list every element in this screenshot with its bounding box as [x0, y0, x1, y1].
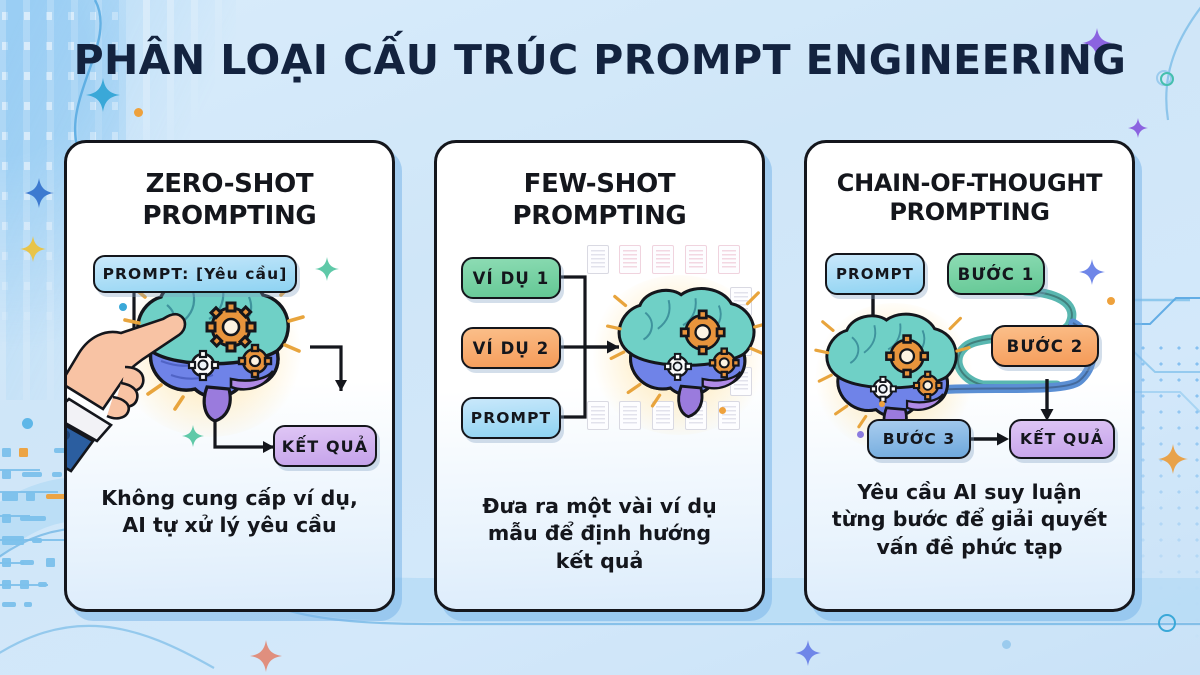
- page-title: PHÂN LOẠI CẤU TRÚC PROMPT ENGINEERING: [73, 36, 1127, 84]
- badge-prompt[interactable]: PROMPT: [Yêu cầu]: [93, 255, 297, 293]
- decorative-ring: [1158, 614, 1176, 632]
- card-caption-chain-of-thought: Yêu cầu AI suy luận từng bước để giải qu…: [831, 480, 1108, 559]
- decorative-dot: [119, 303, 127, 311]
- badge-example-1[interactable]: VÍ DỤ 1: [461, 257, 561, 299]
- sparkle-icon: [795, 640, 821, 666]
- brain-gear-icon: [123, 276, 305, 423]
- document-icon: [718, 245, 740, 274]
- diagram-chain-of-thought: PROMPT BƯỚC 1 BƯỚC 2 BƯỚC 3 KẾT QUẢ: [807, 239, 1132, 489]
- card-zero-shot[interactable]: ZERO-SHOT PROMPTING: [64, 140, 395, 612]
- badge-result[interactable]: KẾT QUẢ: [1009, 419, 1115, 459]
- document-icon: [685, 245, 707, 274]
- card-title-chain-of-thought: CHAIN-OF-THOUGHT PROMPTING: [836, 169, 1103, 227]
- card-chain-of-thought[interactable]: CHAIN-OF-THOUGHT PROMPTING: [804, 140, 1135, 612]
- document-icon: [619, 245, 641, 274]
- sparkle-icon: [1079, 259, 1105, 285]
- card-title-few-shot: FEW-SHOT PROMPTING: [512, 169, 687, 231]
- card-caption-few-shot: Đưa ra một vài ví dụ mẫu để định hướng k…: [482, 494, 717, 573]
- document-icon: [587, 245, 609, 274]
- card-row: ZERO-SHOT PROMPTING: [64, 140, 1136, 612]
- sparkle-icon: [1158, 444, 1188, 474]
- badge-step-1[interactable]: BƯỚC 1: [947, 253, 1045, 295]
- document-icon: [652, 401, 674, 430]
- card-title-zero-shot: ZERO-SHOT PROMPTING: [142, 169, 317, 231]
- decorative-dot: [134, 108, 143, 117]
- badge-step-2[interactable]: BƯỚC 2: [991, 325, 1099, 367]
- document-cluster: [437, 239, 762, 489]
- document-icon: [619, 401, 641, 430]
- card-few-shot[interactable]: FEW-SHOT PROMPTING: [434, 140, 765, 612]
- pointing-hand-icon: [67, 312, 187, 473]
- badge-result[interactable]: KẾT QUẢ: [273, 425, 377, 467]
- sparkle-icon: [1128, 118, 1148, 138]
- diagram-few-shot: VÍ DỤ 1 VÍ DỤ 2 PROMPT: [437, 239, 762, 489]
- decorative-dot: [22, 418, 33, 429]
- badge-prompt[interactable]: PROMPT: [825, 253, 925, 295]
- badge-example-2[interactable]: VÍ DỤ 2: [461, 327, 561, 369]
- decorative-dot: [1107, 297, 1115, 305]
- sparkle-icon: [24, 178, 54, 208]
- sparkle-icon: [20, 236, 46, 262]
- badge-prompt[interactable]: PROMPT: [461, 397, 561, 439]
- decorative-dot: [879, 401, 885, 407]
- sparkle-icon: [182, 425, 204, 447]
- brain-gear-icon: [606, 287, 762, 419]
- decorative-dot: [719, 407, 726, 414]
- document-icon: [587, 401, 609, 430]
- diagram-zero-shot: PROMPT: [Yêu cầu] KẾT QUẢ: [67, 239, 392, 489]
- card-caption-zero-shot: Không cung cấp ví dụ, AI tự xử lý yêu cầ…: [101, 486, 358, 538]
- document-icon: [652, 245, 674, 274]
- sparkle-icon: [250, 640, 282, 672]
- sparkle-icon: [315, 257, 339, 281]
- decorative-dot: [857, 431, 864, 438]
- decorative-dot: [1002, 640, 1011, 649]
- badge-step-3[interactable]: BƯỚC 3: [867, 419, 971, 459]
- connector-arrows: [561, 275, 619, 419]
